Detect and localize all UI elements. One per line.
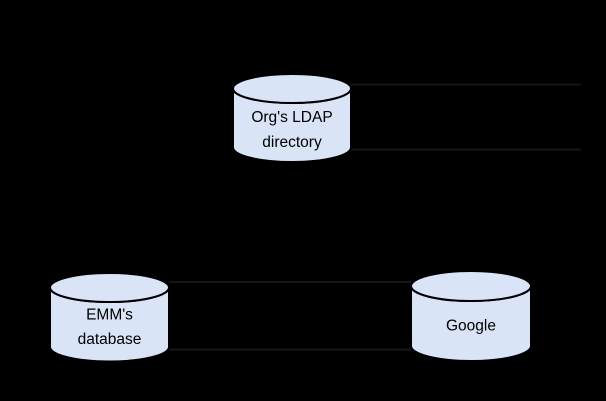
- node-label-line: database: [78, 331, 142, 348]
- node-org-ldap-directory: Org's LDAP directory: [232, 73, 352, 163]
- node-label-line: directory: [262, 134, 322, 151]
- edges: [169, 83, 581, 351]
- node-emm-database: EMM's database: [49, 272, 170, 363]
- node-label-line: Google: [446, 318, 496, 335]
- node-label-line: EMM's: [86, 307, 133, 324]
- node-label-line: Org's LDAP: [251, 109, 332, 126]
- cylinder-top: [49, 272, 170, 303]
- cylinder-top: [410, 270, 532, 302]
- cylinder-top: [232, 73, 352, 104]
- node-google: Google: [410, 270, 532, 362]
